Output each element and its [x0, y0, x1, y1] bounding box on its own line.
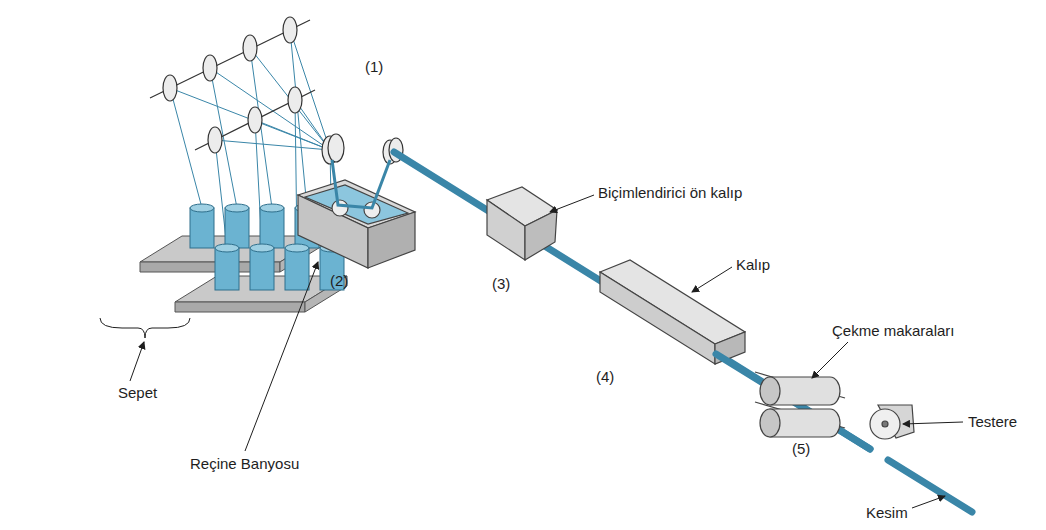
resin-bath — [332, 200, 348, 216]
leader-lines — [912, 496, 945, 508]
guide-pulleys — [243, 35, 257, 61]
fibre-spools — [215, 248, 239, 290]
leader-lines — [100, 195, 963, 508]
fibre-spools — [215, 244, 239, 252]
guide-pulleys — [208, 127, 222, 153]
part-label: Çekme makaraları — [832, 322, 955, 340]
leader-lines — [130, 342, 144, 381]
callout-number: (2) — [330, 272, 348, 290]
part-label: Biçimlendirici ön kalıp — [598, 184, 742, 202]
pull-rollers — [760, 377, 780, 405]
creel-platform — [175, 302, 305, 312]
composite-strand — [394, 152, 870, 449]
preform-die — [525, 210, 557, 260]
guide-pulleys — [163, 75, 177, 101]
fibre-spools — [250, 244, 274, 252]
guide-pulleys — [283, 17, 297, 43]
saw — [870, 405, 914, 439]
fibre-spools — [260, 208, 284, 248]
part-label: Reçine Banyosu — [190, 455, 299, 473]
pull-rollers — [760, 409, 780, 437]
leader-lines — [245, 262, 318, 451]
preform-die — [487, 200, 525, 260]
leader-lines — [812, 342, 848, 378]
fibre-spools — [225, 208, 249, 248]
callout-number: (1) — [365, 58, 383, 76]
callout-number: (3) — [492, 275, 510, 293]
composite-strand — [716, 354, 870, 449]
fibre-spools — [190, 204, 214, 212]
guide-pulleys — [150, 17, 315, 153]
leader-lines — [692, 267, 732, 292]
fibre-spools — [190, 208, 214, 248]
leader-lines — [100, 318, 190, 338]
die — [600, 260, 745, 364]
part-label: Sepet — [118, 384, 157, 402]
callout-number: (4) — [596, 368, 614, 386]
callout-number: (5) — [792, 440, 810, 458]
fibre-bundle — [332, 160, 390, 208]
part-label: Testere — [968, 413, 1017, 431]
fibre-bundle — [332, 160, 390, 208]
part-label: Kesim — [866, 504, 908, 522]
leader-lines — [903, 422, 963, 424]
fibre-spools — [285, 248, 309, 290]
part-label: Kalıp — [736, 256, 770, 274]
saw — [870, 409, 900, 439]
pull-rollers — [755, 372, 845, 437]
guide-pulleys — [203, 55, 217, 81]
guide-pulley — [328, 134, 344, 162]
resin-bath — [368, 212, 415, 268]
resin-bath — [298, 180, 415, 268]
saw — [882, 421, 888, 427]
guide-pulleys — [288, 87, 302, 113]
guide-pulleys — [163, 17, 302, 153]
die — [600, 272, 715, 364]
fibre-lines — [210, 68, 330, 208]
fibre-spools — [285, 244, 309, 252]
guide-pulleys — [248, 107, 262, 133]
fibre-lines — [250, 48, 330, 208]
fibre-spools — [260, 204, 284, 212]
preform-die — [487, 187, 557, 260]
fibre-spools — [225, 204, 249, 212]
guide-pulley — [322, 134, 403, 164]
fibre-spools — [250, 248, 274, 290]
leader-lines — [550, 195, 594, 212]
